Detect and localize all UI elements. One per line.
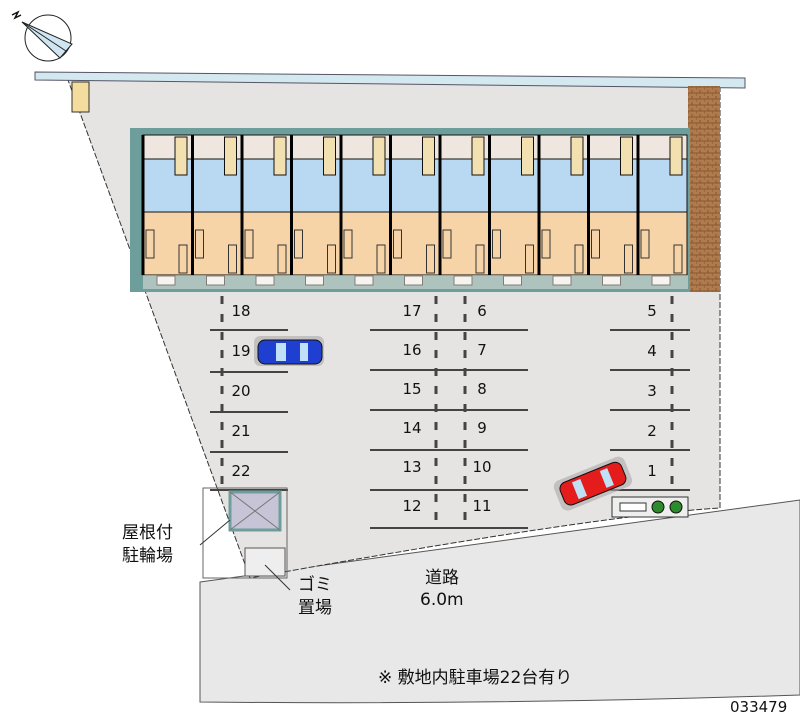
apartment-unit <box>240 134 292 286</box>
property-id: 033479 <box>730 698 788 716</box>
parking-space-number: 10 <box>472 458 492 476</box>
road <box>199 499 800 704</box>
sidewalk <box>34 71 746 89</box>
road-width: 6.0m <box>420 590 464 610</box>
parking-space-number: 1 <box>647 462 657 480</box>
utility-box-icon <box>611 496 689 518</box>
apartment-unit <box>537 134 589 286</box>
parking-space-number: 6 <box>477 302 487 320</box>
parking-space-number: 17 <box>402 302 422 320</box>
parking-space-number: 3 <box>647 382 657 400</box>
parking-space-number: 19 <box>231 342 251 360</box>
bike-shelter <box>199 487 291 591</box>
building-units <box>141 134 688 289</box>
parking-space-number: 12 <box>402 497 422 515</box>
red-car-icon <box>553 456 633 511</box>
parking-space-number: 2 <box>647 422 657 440</box>
apartment-unit <box>438 134 490 286</box>
apartment-unit <box>339 134 391 286</box>
parking-space-number: 18 <box>231 302 251 320</box>
parking-space-number: 14 <box>402 419 422 437</box>
north-arrow-icon <box>11 10 73 62</box>
parking-space-number: 13 <box>402 458 422 476</box>
parking-space-number: 8 <box>477 380 487 398</box>
bike-shelter-label-2: 駐輪場 <box>122 546 173 566</box>
apartment-unit <box>290 134 341 286</box>
parking-space-number: 20 <box>231 382 251 400</box>
apartment-unit <box>389 134 440 286</box>
parking-space-number: 22 <box>231 462 251 480</box>
apartment-unit <box>587 134 638 286</box>
apartment-unit <box>636 134 688 286</box>
road-label: 道路 <box>425 568 459 588</box>
parking-space-number: 5 <box>647 302 657 320</box>
parking-space-number: 21 <box>231 422 251 440</box>
parking-space-number: 9 <box>477 419 487 437</box>
garbage-label-2: 置場 <box>298 598 332 618</box>
mailbox <box>71 81 90 113</box>
brick-wall <box>688 86 720 292</box>
apartment-unit <box>488 134 539 286</box>
parking-space-number: 15 <box>402 380 422 398</box>
parking-space-number: 11 <box>472 497 492 515</box>
apartment-unit <box>191 134 242 286</box>
garbage-label-1: ゴミ <box>298 575 332 595</box>
blue-car-icon <box>254 336 324 366</box>
bike-shelter-label-1: 屋根付 <box>122 523 173 543</box>
parking-note: ※ 敷地内駐車場22台有り <box>378 668 573 688</box>
parking-space-number: 7 <box>477 341 487 359</box>
parking-space-number: 4 <box>647 342 657 360</box>
parking-lines <box>210 296 690 529</box>
apartment-unit <box>141 134 193 286</box>
parking-space-number: 16 <box>402 341 422 359</box>
